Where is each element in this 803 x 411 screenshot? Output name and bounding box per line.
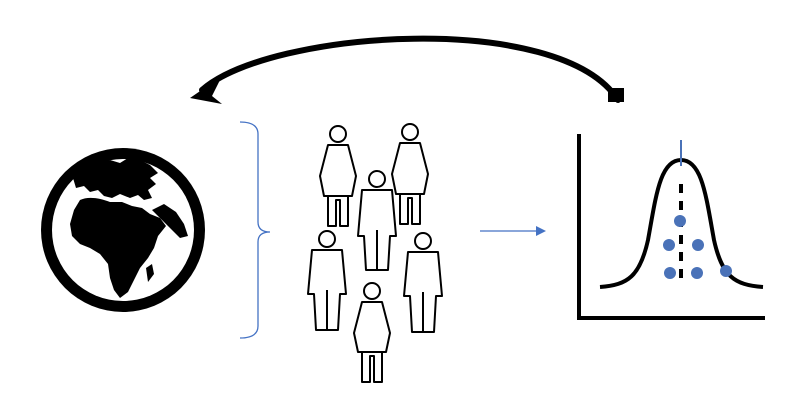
- sample-points: [663, 215, 732, 279]
- sample-point: [692, 239, 704, 251]
- sample-point: [720, 265, 732, 277]
- sample-point: [664, 267, 676, 279]
- person-icon: [391, 123, 429, 225]
- person-icon: [319, 125, 357, 227]
- person-icon: [403, 232, 443, 333]
- bell-curve-chart-icon: [577, 134, 765, 320]
- sample-point: [663, 239, 675, 251]
- sample-point: [674, 215, 686, 227]
- person-icon: [353, 282, 391, 383]
- forward-arrow: [480, 226, 546, 236]
- sample-point: [691, 267, 703, 279]
- return-arrow: [190, 35, 624, 104]
- globe-icon: [41, 148, 205, 312]
- person-icon: [357, 170, 397, 271]
- person-icon: [307, 230, 347, 331]
- bracket: [239, 121, 271, 339]
- people-group-icon: [307, 123, 443, 383]
